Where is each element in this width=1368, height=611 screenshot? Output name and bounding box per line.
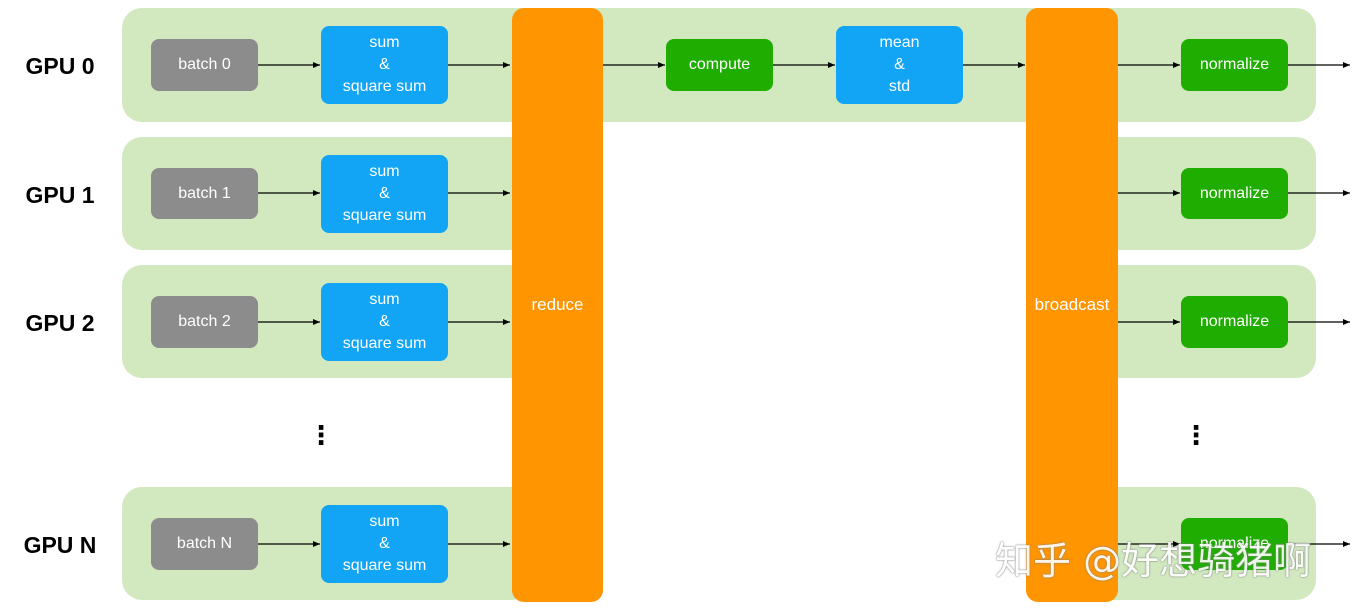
- sum-box-2: sum & square sum: [321, 283, 448, 361]
- batch-box-1: batch 1: [151, 168, 258, 219]
- mean-std-line2: &: [894, 56, 905, 73]
- sum-box-n-line3: square sum: [342, 557, 427, 574]
- reduce-bar: reduce: [512, 8, 603, 602]
- sum-box-1-line2: &: [379, 185, 390, 202]
- sum-box-1-line3: square sum: [342, 207, 427, 224]
- broadcast-bar: broadcast: [1026, 8, 1118, 602]
- sum-box-1: sum & square sum: [321, 155, 448, 233]
- sum-box-0: sum & square sum: [321, 26, 448, 104]
- sum-box-0-line2: &: [379, 56, 390, 73]
- mean-std-line3: std: [888, 78, 911, 95]
- gpu-label-1: GPU 1: [25, 182, 95, 208]
- sum-box-n-line2: &: [379, 535, 390, 552]
- sum-box-0-line1: sum: [369, 34, 400, 51]
- mean-std-line1: mean: [879, 34, 920, 51]
- compute-box: compute: [666, 39, 773, 91]
- gpu-label-0: GPU 0: [25, 53, 95, 79]
- sum-box-2-line2: &: [379, 313, 390, 330]
- ellipsis-right: ⋮: [1183, 420, 1209, 450]
- batch-box-0: batch 0: [151, 39, 258, 91]
- sum-box-n: sum & square sum: [321, 505, 448, 583]
- sum-box-1-line1: sum: [369, 163, 400, 180]
- batch-box-2: batch 2: [151, 296, 258, 348]
- sum-box-2-line1: sum: [369, 291, 400, 308]
- normalize-box-n: normalize: [1181, 518, 1288, 570]
- batch-box-n: batch N: [151, 518, 258, 570]
- watermark-text: 知乎 @好想骑猪啊: [995, 539, 1312, 583]
- mean-std-box: mean & std: [836, 26, 963, 104]
- gpu-label-2: GPU 2: [25, 310, 95, 336]
- ellipsis-left: ⋮: [308, 420, 334, 450]
- normalize-box-2: normalize: [1181, 296, 1288, 348]
- normalize-box-1: normalize: [1181, 168, 1288, 219]
- normalize-box-0: normalize: [1181, 39, 1288, 91]
- sum-box-2-line3: square sum: [342, 335, 427, 352]
- sum-box-0-line3: square sum: [342, 78, 427, 95]
- sum-box-n-line1: sum: [369, 513, 400, 530]
- gpu-label-n: GPU N: [23, 532, 97, 558]
